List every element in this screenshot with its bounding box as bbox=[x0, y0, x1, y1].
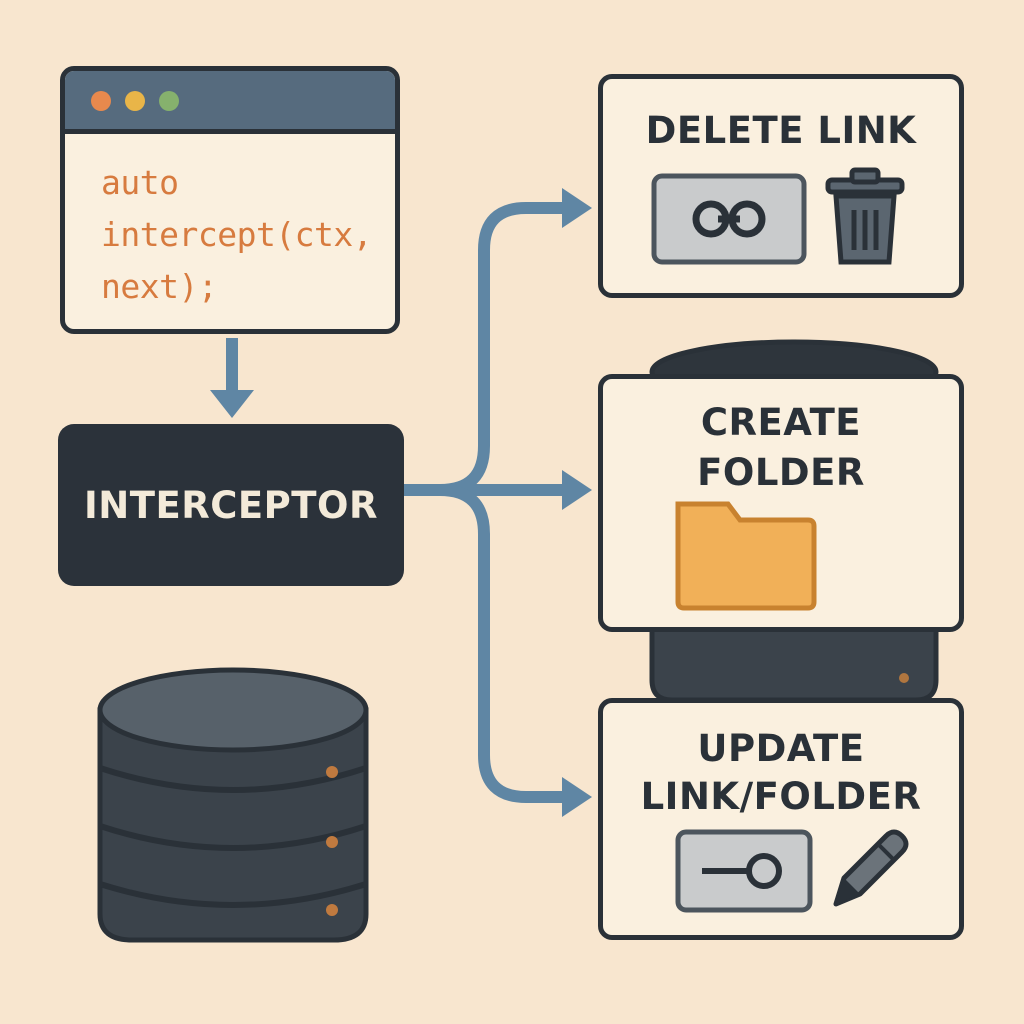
interceptor-label: INTERCEPTOR bbox=[84, 483, 378, 527]
arrow-to-update-link bbox=[439, 484, 566, 803]
code-line: auto bbox=[101, 163, 179, 202]
window-titlebar bbox=[65, 71, 395, 134]
delete-link-title: DELETE LINK bbox=[645, 109, 917, 152]
pencil-icon bbox=[833, 829, 909, 907]
update-title-line-2: LINK/FOLDER bbox=[640, 775, 922, 818]
update-title-line-1: UPDATE bbox=[697, 727, 865, 770]
delete-link-icons bbox=[651, 167, 905, 265]
database-icon bbox=[97, 667, 369, 943]
update-link-folder-card: UPDATE LINK/FOLDER bbox=[598, 698, 964, 940]
interceptor-box: INTERCEPTOR bbox=[58, 424, 404, 586]
create-folder-title-line-2: FOLDER bbox=[697, 451, 865, 494]
arrowhead-create bbox=[562, 470, 592, 510]
arrowhead-update bbox=[562, 777, 592, 817]
trash-icon bbox=[825, 167, 905, 265]
link-field-icon bbox=[675, 829, 813, 913]
branch-arrows bbox=[404, 202, 566, 803]
close-dot-icon bbox=[91, 91, 111, 111]
update-icons bbox=[675, 829, 909, 913]
folder-icon bbox=[675, 501, 817, 611]
code-to-interceptor-arrow bbox=[210, 338, 254, 418]
delete-link-card: DELETE LINK bbox=[598, 74, 964, 298]
maximize-dot-icon bbox=[159, 91, 179, 111]
minimize-dot-icon bbox=[125, 91, 145, 111]
code-window: auto intercept(ctx, next); bbox=[60, 66, 400, 334]
arrowhead-delete bbox=[562, 188, 592, 228]
code-line: intercept(ctx, bbox=[101, 215, 373, 254]
code-snippet: auto intercept(ctx, next); bbox=[101, 157, 373, 313]
create-folder-title-line-1: CREATE bbox=[700, 401, 862, 444]
create-folder-card: CREATE FOLDER bbox=[598, 374, 964, 632]
code-line: next); bbox=[101, 267, 218, 306]
create-folder-icons bbox=[675, 501, 817, 611]
link-icon bbox=[651, 173, 807, 265]
